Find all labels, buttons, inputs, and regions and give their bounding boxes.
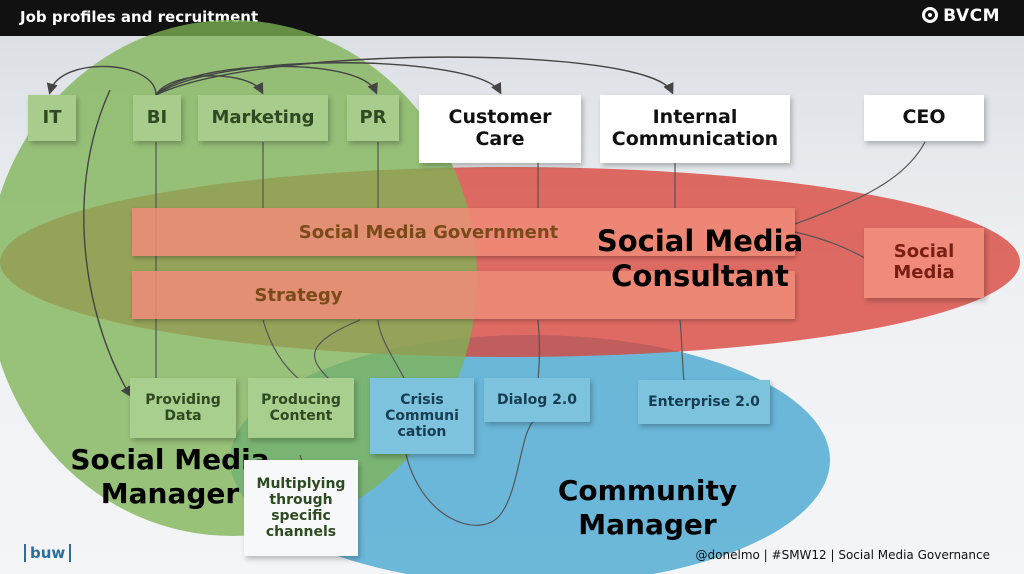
- task-producing-content: Producing Content: [248, 378, 354, 438]
- dept-pr-label: PR: [359, 106, 387, 128]
- role-social-media-consultant: Social Media Consultant: [596, 224, 804, 293]
- task-enterprise-label: Enterprise 2.0: [648, 393, 760, 410]
- task-providing-data-label: Providing Data: [145, 391, 221, 424]
- dept-it-label: IT: [42, 106, 62, 128]
- band-strategy: Strategy: [132, 271, 795, 319]
- task-dialog: Dialog 2.0: [484, 378, 590, 422]
- dept-ceo: CEO: [864, 95, 984, 141]
- dept-internal-communication-label: Internal Communication: [611, 106, 779, 150]
- task-crisis-communication-label: Crisis Communi cation: [385, 391, 459, 441]
- connector-lines: [155, 141, 926, 526]
- role-community-manager: Community Manager: [557, 474, 738, 541]
- band-strategy-label: Strategy: [254, 284, 343, 306]
- dept-ceo-label: CEO: [902, 106, 946, 129]
- buw-logo: buw: [24, 544, 72, 562]
- top-arrows: [46, 56, 674, 398]
- dept-customer-care: Customer Care: [419, 95, 581, 163]
- dept-marketing-label: Marketing: [211, 106, 315, 128]
- footer-credits: @donelmo | #SMW12 | Social Media Governa…: [695, 548, 990, 562]
- task-multiplying: Multiplying through specific channels: [244, 460, 358, 556]
- band-government-label: Social Media Government: [298, 221, 559, 243]
- social-media-label: Social Media: [893, 241, 955, 283]
- dept-pr: PR: [347, 95, 399, 141]
- task-crisis-communication: Crisis Communi cation: [370, 378, 474, 454]
- bvcm-logo: BVCM: [922, 6, 1000, 26]
- task-providing-data: Providing Data: [130, 378, 236, 438]
- dept-it: IT: [28, 95, 76, 141]
- slide-title: Job profiles and recruitment: [20, 8, 259, 26]
- dept-bi: BI: [133, 95, 181, 141]
- dept-marketing: Marketing: [198, 95, 328, 141]
- social-media-box: Social Media: [864, 228, 984, 298]
- role-social-media-manager: Social Media Manager: [70, 443, 270, 510]
- task-dialog-label: Dialog 2.0: [497, 391, 577, 408]
- task-enterprise: Enterprise 2.0: [638, 380, 770, 424]
- dept-bi-label: BI: [146, 106, 168, 128]
- task-multiplying-label: Multiplying through specific channels: [256, 475, 346, 541]
- bvcm-logo-icon: [922, 7, 939, 23]
- bvcm-logo-text: BVCM: [943, 6, 1000, 26]
- band-social-media-government: Social Media Government: [132, 208, 795, 256]
- dept-internal-communication: Internal Communication: [600, 95, 790, 163]
- dept-customer-care-label: Customer Care: [448, 106, 552, 150]
- task-producing-content-label: Producing Content: [261, 391, 341, 424]
